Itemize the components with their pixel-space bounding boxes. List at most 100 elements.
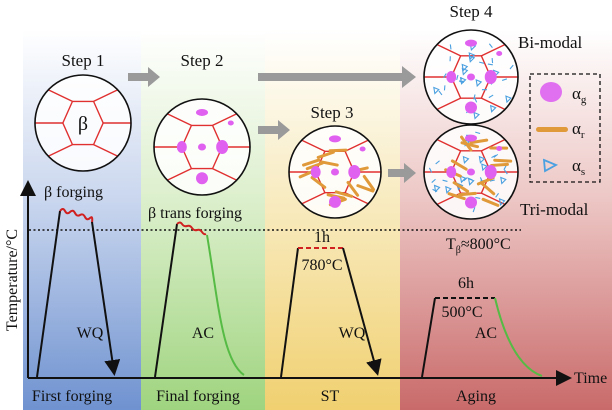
alpha-r-lath <box>489 162 509 167</box>
step4-bimodal-grain <box>423 29 519 125</box>
alpha-s-particle <box>474 97 478 103</box>
alpha-r-lath <box>346 180 360 197</box>
alpha-r-lath <box>320 160 339 167</box>
step3-grain <box>288 125 382 219</box>
alpha-s-particle <box>487 63 493 66</box>
alpha-s-particle <box>456 74 459 80</box>
grain-boundary <box>344 139 369 152</box>
alpha-g-particle <box>465 196 477 209</box>
step4-label: Step 4 <box>450 2 493 21</box>
arrow-step2-to-step4 <box>258 66 416 88</box>
ac-label-1: AC <box>192 325 214 342</box>
alpha-g-particle <box>467 73 475 81</box>
alpha-s-particle <box>475 131 481 135</box>
alpha-s-particle <box>493 153 499 158</box>
alpha-r-lath <box>493 158 513 163</box>
alpha-g-particle <box>465 101 477 114</box>
trimodal-label: Tri-modal <box>520 200 589 219</box>
aging-ac <box>494 297 543 377</box>
alpha-s-particle <box>459 76 467 85</box>
alpha-s-particle <box>449 44 452 50</box>
alpha-g-particle <box>216 140 229 154</box>
alpha-g-particle <box>496 51 503 56</box>
alpha-s-particle <box>462 155 470 164</box>
grain-boundary <box>93 143 118 157</box>
alpha-r-lath <box>481 197 500 207</box>
alpha-r-lath <box>334 190 354 198</box>
alpha-s-particle <box>488 94 494 99</box>
beta-trans-forging-label: β trans forging <box>148 205 242 222</box>
legend: αg αr αs <box>529 73 601 183</box>
alpha-s-particle <box>498 198 506 207</box>
alpha-s-particle <box>489 104 497 113</box>
alpha-s-particle <box>461 63 469 72</box>
grain-boundary <box>93 89 118 103</box>
grain-boundary <box>301 192 326 205</box>
step1-beta-grain <box>34 74 132 172</box>
alpha-s-particle <box>495 192 500 198</box>
stage-panel-st <box>265 30 400 410</box>
alpha-g-particle <box>359 146 366 152</box>
beta-forging-label: β forging <box>44 184 103 201</box>
alpha-s-particle <box>473 94 476 100</box>
stage-label-first-forging: First forging <box>32 388 112 405</box>
alpha-r-lath <box>469 138 489 145</box>
alpha-r-lath <box>316 150 335 159</box>
alpha-r-lath <box>447 192 466 201</box>
st-time-label: 1h <box>314 229 330 246</box>
step4-trimodal-grain <box>423 124 519 220</box>
alpha-s-particle <box>489 179 495 182</box>
arrow-step2-to-step3 <box>258 120 290 140</box>
legend-alpha-s-label: αs <box>572 156 585 178</box>
alpha-s-particle <box>433 86 440 95</box>
alpha-g-particle <box>196 108 208 116</box>
alpha-r-lath <box>457 191 477 197</box>
alpha-g-particle <box>465 134 477 142</box>
wq-label-2: WQ <box>339 325 366 342</box>
grain-boundary <box>48 143 73 157</box>
grain-boundary <box>436 43 461 57</box>
grain-boundary <box>301 139 326 152</box>
alpha-s-particle <box>473 111 480 120</box>
grain-outline <box>153 98 251 196</box>
grain-outline <box>423 29 519 125</box>
grain-boundary <box>212 113 237 127</box>
step-arrows <box>128 66 416 183</box>
alpha-g-particle <box>329 135 341 143</box>
alpha-g-particle <box>331 168 339 176</box>
bimodal-label: Bi-modal <box>518 33 582 52</box>
alpha-s-particle <box>509 64 514 70</box>
alpha-g-particle <box>227 120 234 126</box>
alpha-s-particle <box>475 196 481 199</box>
alpha-g-particle <box>484 70 497 84</box>
stage-label-aging: Aging <box>456 388 496 405</box>
alpha-r-lath <box>480 181 496 196</box>
alpha-s-particle <box>445 185 452 194</box>
grain-boundary <box>436 138 461 152</box>
grain-boundary <box>212 167 237 181</box>
first-forging-deformation <box>59 208 94 224</box>
alpha-r-lath <box>310 176 327 189</box>
ac-label-2: AC <box>475 325 497 342</box>
alpha-s-particle <box>491 154 497 159</box>
step2-grain <box>153 98 251 196</box>
alpha-s-particle <box>481 163 488 172</box>
grain-outline <box>34 74 132 172</box>
legend-alpha-g-swatch <box>540 82 562 102</box>
stage-label-st: ST <box>321 388 340 405</box>
alpha-s-particle <box>428 167 433 173</box>
alpha-r-lath <box>460 141 480 149</box>
first-forging-wq <box>91 221 121 376</box>
grain-boundary <box>481 192 506 206</box>
alpha-g-particle <box>467 168 475 176</box>
step1-label: Step 1 <box>62 51 105 70</box>
alpha-s-particle <box>459 175 467 184</box>
wq-label-1: WQ <box>77 325 104 342</box>
st-heating <box>280 247 299 378</box>
alpha-s-particle <box>443 73 447 79</box>
first-forging-heating <box>36 210 61 378</box>
arrow-step3-to-trimodal <box>388 163 416 183</box>
alpha-s-particle <box>431 178 436 183</box>
final-forging-heating <box>154 223 178 378</box>
alpha-g-particle <box>196 172 208 185</box>
